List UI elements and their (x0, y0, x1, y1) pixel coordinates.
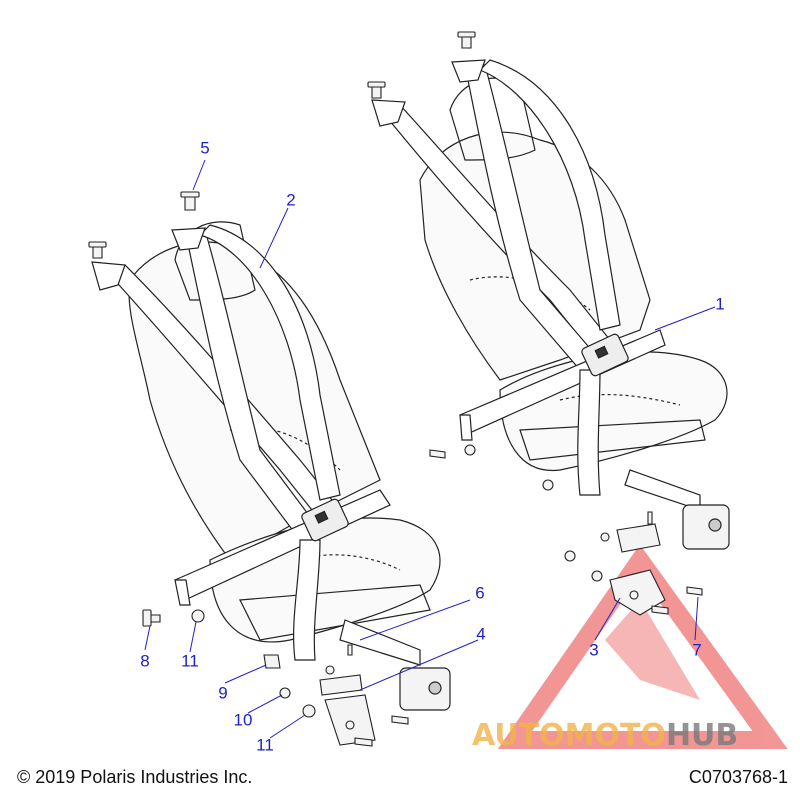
callout-5: 5 (200, 138, 210, 158)
callout-1: 1 (715, 294, 725, 314)
left-seat-belt (91, 224, 451, 711)
right-seat-belt (371, 59, 730, 550)
watermark-text-part2: HUB (665, 718, 739, 753)
hardware-parts (88, 31, 703, 747)
callout-3: 3 (589, 640, 599, 660)
callout-10: 10 (233, 710, 253, 730)
callout-11-lower: 11 (256, 735, 274, 755)
watermark-text: AUTOMOTOHUB (472, 718, 738, 753)
watermark-logo (497, 544, 788, 749)
leader-lines (144, 159, 716, 739)
copyright-text: © 2019 Polaris Industries Inc. (17, 767, 253, 787)
callout-8: 8 (140, 651, 150, 671)
watermark-text-part1: AUTOMOTO (472, 718, 666, 753)
diagram-code: C0703768-1 (688, 767, 788, 787)
callout-4: 4 (476, 624, 486, 644)
callout-9: 9 (218, 683, 228, 703)
callout-6: 6 (475, 583, 485, 603)
callout-11-upper: 11 (181, 651, 199, 671)
callout-7: 7 (692, 640, 702, 660)
callout-2: 2 (286, 190, 296, 210)
